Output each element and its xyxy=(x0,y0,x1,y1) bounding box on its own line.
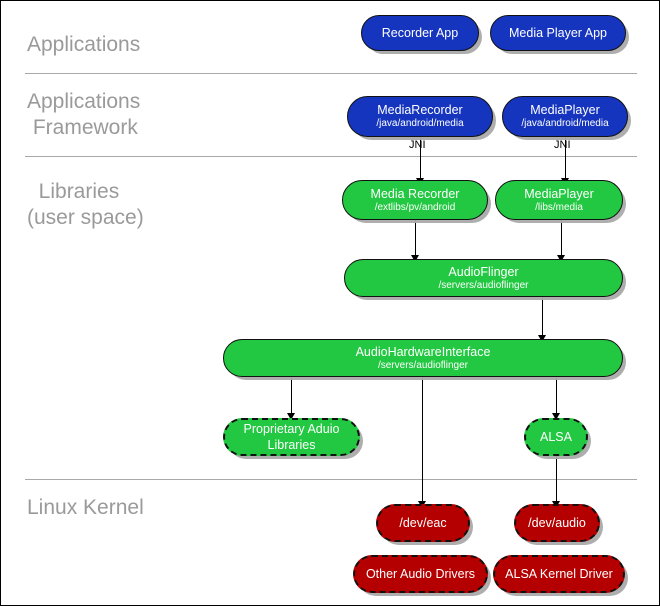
separator-applications-framework xyxy=(25,156,637,157)
node-audiohardwareinterface-title: AudioHardwareInterface xyxy=(355,344,491,359)
node-dev-audio-title: /dev/audio xyxy=(528,515,586,530)
connector-audiohardwareinterface-to-proprietary-libraries xyxy=(291,377,292,421)
node-alsa-kernel-driver-title: ALSA Kernel Driver xyxy=(505,566,613,581)
node-dev-eac-title: /dev/eac xyxy=(399,515,447,530)
node-media-player-app-title: Media Player App xyxy=(509,25,607,40)
node-mediaplayer-framework-title: MediaPlayer xyxy=(530,103,600,117)
node-mediarecorder-framework[interactable]: MediaRecorder /java/android/media xyxy=(347,96,493,137)
node-mediaplayer-framework[interactable]: MediaPlayer /java/android/media xyxy=(502,96,628,137)
node-dev-eac[interactable]: /dev/eac xyxy=(376,504,470,542)
connector-audioflinger-to-audiohardwareinterface xyxy=(542,297,543,341)
node-audiohardwareinterface-path: /servers/audioflinger xyxy=(377,359,469,371)
connector-alsa-to-dev-audio xyxy=(556,455,557,507)
node-dev-audio[interactable]: /dev/audio xyxy=(514,504,600,542)
connector-audiohardwareinterface-to-alsa xyxy=(556,377,557,421)
node-audioflinger[interactable]: AudioFlinger /servers/audioflinger xyxy=(344,259,623,297)
layer-label-applications: Applications xyxy=(27,33,141,56)
edge-label-jni-recorder: JNI xyxy=(409,139,426,151)
node-proprietary-audio-libraries-title: Proprietary Aduio Libraries xyxy=(243,422,340,452)
node-audioflinger-path: /servers/audioflinger xyxy=(438,279,529,291)
arrowhead-alsa xyxy=(552,413,560,420)
node-alsa-kernel-driver[interactable]: ALSA Kernel Driver xyxy=(493,555,625,593)
node-mediaplayer-lib-path: /libs/media xyxy=(535,201,583,213)
connector-audiohardwareinterface-to-dev-eac xyxy=(422,377,423,507)
node-alsa[interactable]: ALSA xyxy=(524,418,588,456)
node-alsa-title: ALSA xyxy=(540,429,572,444)
connector-mediaplayer-to-mediaplayer-lib xyxy=(565,137,566,185)
node-other-audio-drivers[interactable]: Other Audio Drivers xyxy=(353,555,488,593)
layer-label-linux-kernel: Linux Kernel xyxy=(27,496,144,519)
edge-label-jni-player: JNI xyxy=(554,139,571,151)
separator-applications xyxy=(25,73,637,74)
arrowhead-proprietary-libraries xyxy=(287,413,295,420)
node-proprietary-audio-libraries[interactable]: Proprietary Aduio Libraries xyxy=(223,418,360,456)
layer-label-libraries: Libraries (user space) xyxy=(27,180,144,229)
node-media-recorder-lib-title: Media Recorder xyxy=(370,186,460,201)
connector-mediaplayer-lib-to-audioflinger xyxy=(561,220,562,265)
node-media-player-app[interactable]: Media Player App xyxy=(490,15,626,51)
node-mediarecorder-framework-title: MediaRecorder xyxy=(377,103,463,117)
node-mediaplayer-lib-title: MediaPlayer xyxy=(524,186,594,201)
node-audioflinger-title: AudioFlinger xyxy=(448,264,519,279)
node-mediarecorder-framework-path: /java/android/media xyxy=(376,118,464,129)
connector-mediarecorder-to-media-recorder-lib xyxy=(420,137,421,185)
node-recorder-app-title: Recorder App xyxy=(381,25,459,40)
node-mediaplayer-lib[interactable]: MediaPlayer /libs/media xyxy=(495,180,623,220)
node-media-recorder-lib[interactable]: Media Recorder /extlibs/pv/android xyxy=(342,180,488,220)
separator-linux-kernel xyxy=(25,479,637,480)
node-recorder-app[interactable]: Recorder App xyxy=(361,15,479,51)
node-audiohardwareinterface[interactable]: AudioHardwareInterface /servers/audiofli… xyxy=(223,339,623,377)
connector-media-recorder-lib-to-audioflinger xyxy=(415,220,416,265)
node-media-recorder-lib-path: /extlibs/pv/android xyxy=(374,201,456,213)
node-other-audio-drivers-title: Other Audio Drivers xyxy=(365,566,476,581)
layer-label-applications-framework: Applications Framework xyxy=(27,90,141,139)
node-mediaplayer-framework-path: /java/android/media xyxy=(521,118,609,129)
